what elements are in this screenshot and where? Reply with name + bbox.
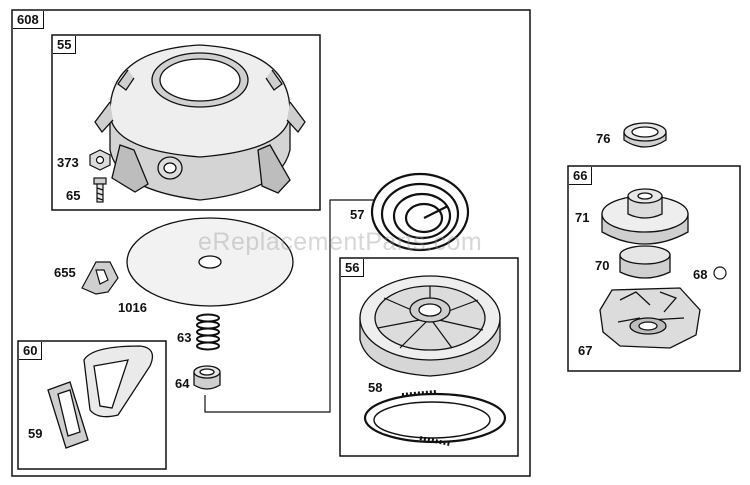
starter-cup-drawing (601, 188, 689, 245)
starter-plate-drawing (126, 217, 294, 307)
group-label-55: 55 (53, 36, 77, 54)
frame-56 (339, 257, 519, 457)
part-label-1016: 1016 (118, 300, 147, 315)
starter-base-drawing (599, 287, 701, 349)
part-label-63: 63 (177, 330, 192, 345)
connector-line (204, 258, 331, 413)
part-label-59: 59 (28, 426, 43, 441)
part-label-71: 71 (575, 210, 590, 225)
part-label-58: 58 (368, 380, 383, 395)
connector-line (329, 199, 375, 258)
part-label-373: 373 (57, 155, 79, 170)
frame-66 (567, 165, 741, 372)
group-label-60: 60 (19, 342, 43, 360)
screw-drawing (93, 177, 107, 203)
rewind-spring-drawing (370, 172, 470, 252)
pulley-drawing (359, 275, 501, 377)
washer-drawing (623, 122, 667, 148)
group-label-56: 56 (341, 259, 365, 277)
starter-rope-drawing (363, 390, 507, 446)
part-label-76: 76 (596, 131, 611, 146)
ratchet-drawing (619, 245, 671, 279)
part-label-67: 67 (578, 343, 593, 358)
frame-608 (11, 9, 531, 477)
frame-60 (17, 340, 167, 470)
part-label-68: 68 (693, 267, 708, 282)
hex-nut-drawing (89, 149, 111, 171)
blower-housing-drawing (94, 44, 306, 201)
part-label-57: 57 (350, 207, 365, 222)
part-label-70: 70 (595, 258, 610, 273)
ball-drawing (713, 266, 727, 280)
frame-55 (51, 34, 321, 211)
part-label-65: 65 (66, 188, 81, 203)
retainer-drawing (193, 365, 221, 390)
part-label-64: 64 (175, 376, 190, 391)
group-label-608: 608 (13, 11, 44, 29)
starter-handle-drawing (47, 345, 154, 449)
group-label-66: 66 (569, 167, 593, 185)
clip-drawing (81, 261, 119, 295)
spring-drawing (196, 313, 220, 351)
part-label-655: 655 (54, 265, 76, 280)
watermark: eReplacementParts.com (198, 228, 483, 256)
